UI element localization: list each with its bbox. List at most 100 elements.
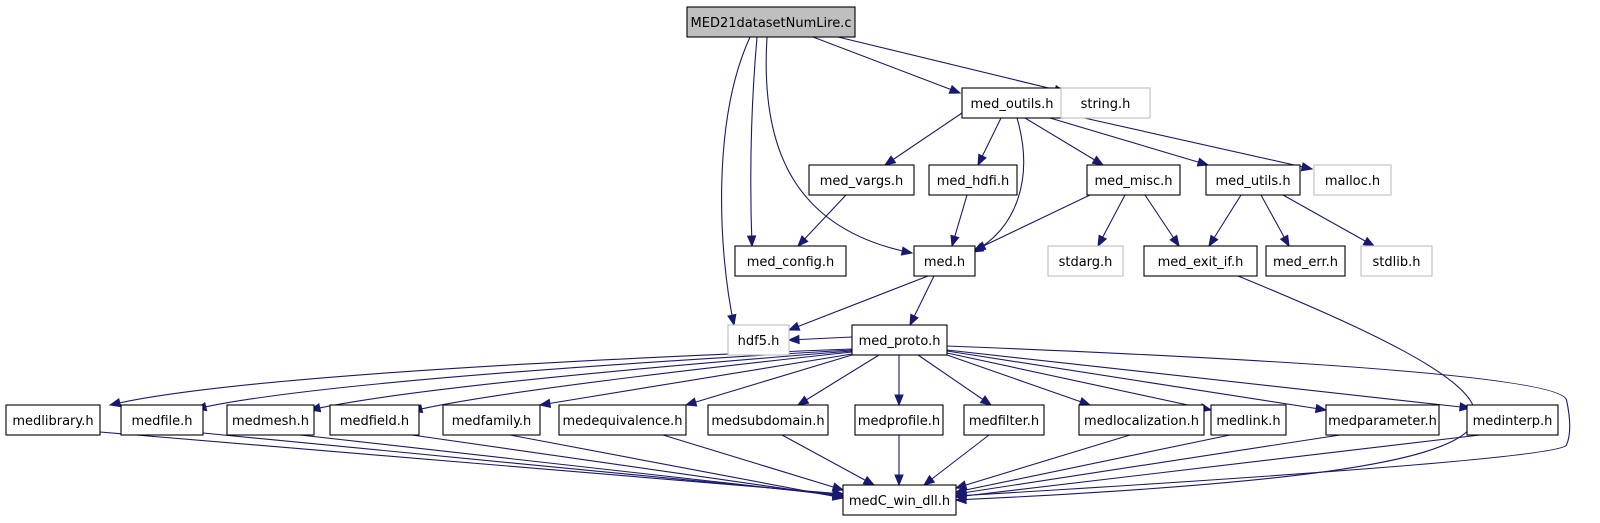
arrowhead-icon [1208, 234, 1219, 248]
edge-root-to-med [765, 36, 914, 256]
arrowhead-icon [787, 321, 801, 331]
node-medinterp[interactable]: medinterp.h [1466, 404, 1559, 436]
arrowhead-icon [977, 153, 987, 167]
node-label: med_hdfi.h [937, 174, 1009, 189]
edge-line [955, 434, 1131, 489]
node-box [1060, 87, 1151, 119]
node-medfile[interactable]: medfile.h [120, 404, 204, 436]
node-medsubdomain[interactable]: medsubdomain.h [707, 404, 829, 436]
edge-line [721, 36, 751, 326]
edge-line [539, 353, 853, 406]
edge-med_misc-to-stdarg [1097, 194, 1126, 248]
node-medfamily[interactable]: medfamily.h [442, 404, 541, 436]
arrowhead-icon [1279, 234, 1290, 248]
node-string[interactable]: string.h [1060, 87, 1151, 119]
node-med-vargs[interactable]: med_vargs.h [808, 164, 915, 196]
node-label: med_outils.h [970, 97, 1053, 112]
node-box [1205, 164, 1301, 196]
node-malloc[interactable]: malloc.h [1313, 164, 1392, 196]
node-med-exit-if[interactable]: med_exit_if.h [1143, 245, 1258, 277]
arrowhead-icon [787, 334, 800, 345]
node-medlibrary[interactable]: medlibrary.h [5, 404, 101, 436]
node-label: medlink.h [1216, 414, 1280, 429]
edge-line [946, 345, 1571, 497]
node-label: med_config.h [747, 255, 835, 270]
node-label: medC_win_dll.h [849, 494, 950, 509]
node-medC-win-dll[interactable]: medC_win_dll.h [842, 484, 957, 516]
node-med-misc[interactable]: med_misc.h [1086, 164, 1181, 196]
edge-line [946, 350, 1327, 411]
edge-medfile-to-medC_win_dll [202, 432, 845, 499]
node-med-err[interactable]: med_err.h [1265, 245, 1346, 277]
edge-line [781, 434, 875, 486]
node-label: medinterp.h [1473, 414, 1553, 429]
edge-med_proto-to-medinterp [946, 349, 1472, 412]
node-med-proto[interactable]: med_proto.h [851, 324, 948, 356]
node-medlink[interactable]: medlink.h [1210, 404, 1287, 436]
node-box [808, 164, 915, 196]
edge-line [195, 349, 853, 410]
edge-med_proto-to-medmesh [308, 350, 853, 413]
edge-medlink-to-medC_win_dll [954, 434, 1231, 495]
node-box [842, 484, 957, 516]
arrowhead-icon [1196, 157, 1210, 167]
edge-med_misc-to-med [973, 194, 1091, 251]
edge-medsubdomain-to-medC_win_dll [781, 434, 876, 486]
arrowhead-icon [954, 491, 967, 501]
arrowhead-icon [922, 474, 936, 486]
node-medlocalization[interactable]: medlocalization.h [1078, 404, 1205, 436]
node-medmesh[interactable]: medmesh.h [226, 404, 315, 436]
arrowhead-icon [796, 395, 810, 406]
node-med[interactable]: med.h [913, 245, 976, 277]
edge-medfamily-to-medC_win_dll [509, 434, 845, 501]
node-med-outils[interactable]: med_outils.h [961, 87, 1063, 119]
node-medequivalence[interactable]: medequivalence.h [558, 404, 687, 436]
node-label: string.h [1081, 97, 1131, 112]
edge-root-to-med_outils [812, 36, 962, 94]
node-medprofile[interactable]: medprofile.h [854, 404, 944, 436]
nodes-layer: MED21datasetNumLire.c med_outils.h string.… [5, 6, 1559, 516]
node-box [1313, 164, 1392, 196]
node-box [1466, 404, 1559, 436]
node-med-config[interactable]: med_config.h [734, 245, 847, 277]
node-box [913, 245, 976, 277]
node-stdlib[interactable]: stdlib.h [1360, 245, 1433, 277]
arrowhead-icon [746, 235, 757, 248]
edge-line [788, 275, 929, 331]
edge-line [797, 194, 847, 247]
node-label: med_err.h [1273, 255, 1338, 270]
edge-line [797, 354, 880, 406]
node-medfield[interactable]: medfield.h [329, 404, 420, 436]
node-box [707, 404, 829, 436]
node-hdf5[interactable]: hdf5.h [727, 324, 790, 356]
edge-med_exit_if-to-medC_win_dll [954, 275, 1476, 505]
node-med-hdfi[interactable]: med_hdfi.h [928, 164, 1018, 196]
node-medfilter[interactable]: medfilter.h [963, 404, 1045, 436]
node-stdarg[interactable]: stdarg.h [1047, 245, 1124, 277]
node-box [558, 404, 687, 436]
edge-med_proto-to-medequivalence [684, 354, 853, 407]
arrowhead-icon [883, 155, 897, 166]
edge-line [955, 434, 1481, 498]
node-box [727, 324, 790, 356]
edge-med_proto-to-hdf5 [787, 334, 853, 345]
edge-med_utils-to-med_exit_if [1208, 194, 1242, 248]
edge-med_outils-to-med_vargs [883, 112, 963, 166]
node-box [1210, 404, 1287, 436]
node-box [1325, 404, 1440, 436]
edge-root-to-string [837, 36, 1067, 95]
edge-med_proto-to-medfield [410, 351, 853, 414]
arrowhead-icon [684, 397, 698, 407]
edge-line [812, 36, 961, 94]
node-box [734, 245, 847, 277]
node-med-utils[interactable]: med_utils.h [1205, 164, 1301, 196]
node-root[interactable]: MED21datasetNumLire.c [686, 6, 856, 38]
edge-line [837, 36, 1066, 93]
edge-line [309, 350, 853, 411]
edge-line [750, 36, 758, 247]
node-label: hdf5.h [738, 334, 780, 349]
node-box [1143, 245, 1258, 277]
node-medparameter[interactable]: medparameter.h [1325, 404, 1440, 436]
edge-line [946, 354, 1091, 406]
edge-med-to-hdf5 [787, 275, 929, 331]
